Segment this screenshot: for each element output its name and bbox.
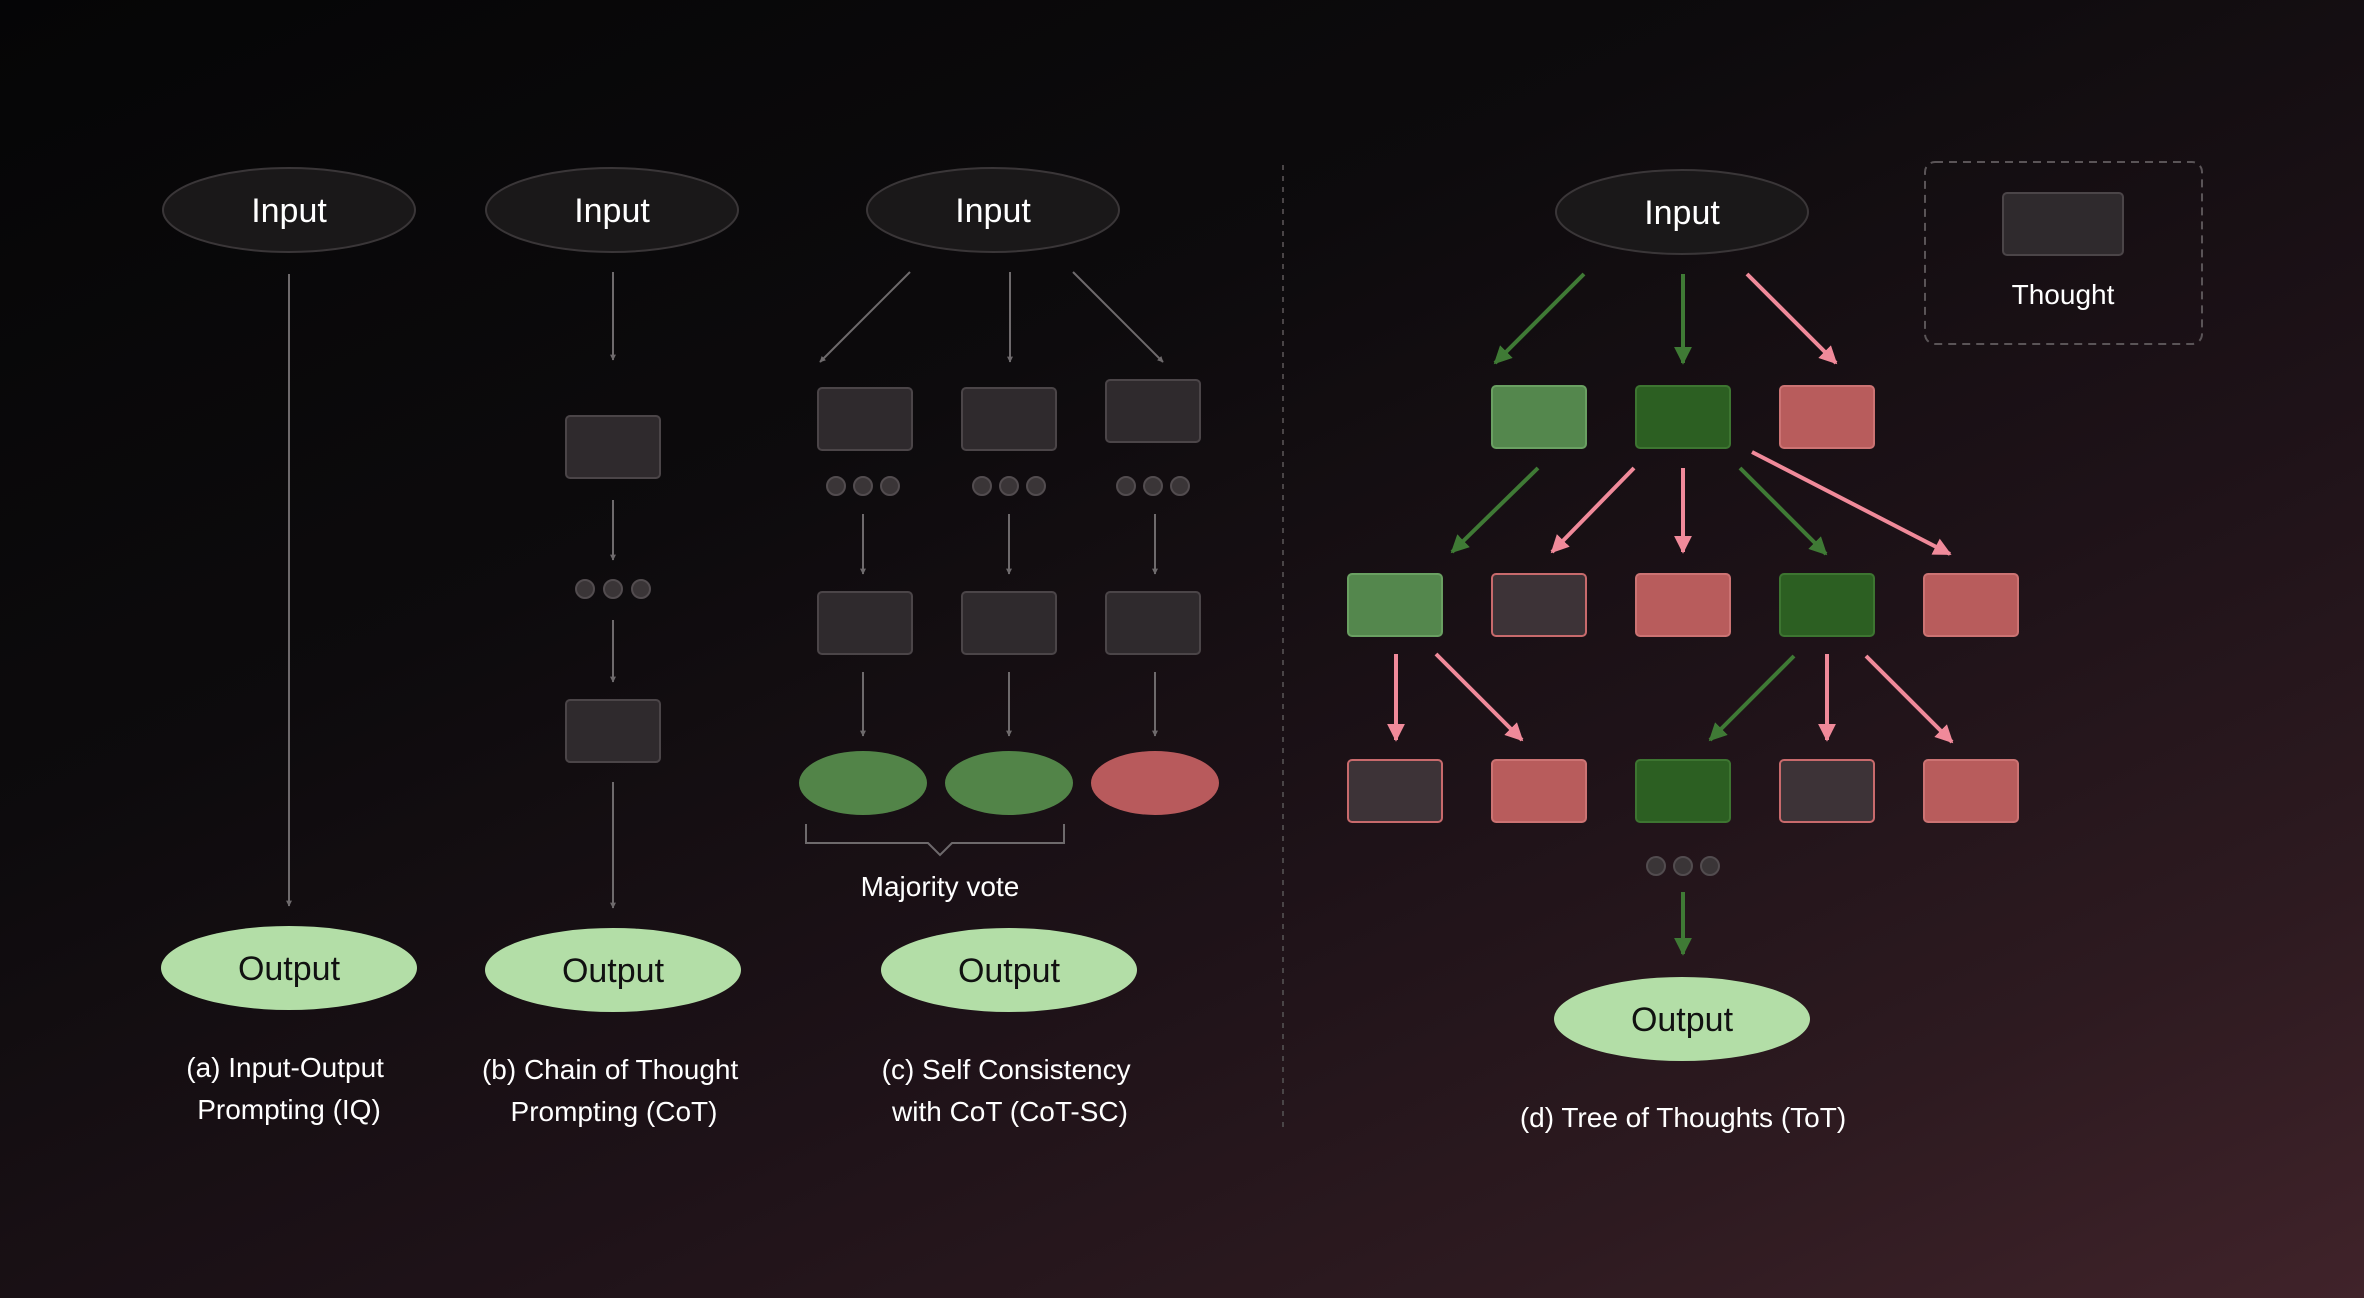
legend-thought-swatch [2002, 192, 2124, 256]
tot-arrow-l2d-l3c [1708, 654, 1796, 742]
tot-l1-thought-c [1779, 385, 1875, 449]
legend-thought-label: Thought [2012, 279, 2115, 310]
cotsc-caption-line-1: (c) Self Consistency [882, 1054, 1131, 1085]
tot-arrow-l2d-l3e [1864, 654, 1954, 744]
cot-output-label: Output [562, 952, 665, 990]
tot-l3-thought-d [1779, 759, 1875, 823]
tot-l3-thought-c [1635, 759, 1731, 823]
legend-box: Thought [1924, 161, 2203, 345]
cot-input-node: Input [485, 167, 739, 253]
cotsc-prompting-panel: Input [799, 167, 1219, 1127]
tot-arrow-l1b-l2e [1751, 450, 1952, 556]
cot-ellipsis-dots [575, 579, 651, 599]
cot-caption-line-2: Prompting (CoT) [511, 1096, 718, 1127]
legend-frame [1924, 161, 2203, 345]
tot-l2-thought-b [1491, 573, 1587, 637]
tot-caption: (d) Tree of Thoughts (ToT) [1520, 1102, 1846, 1133]
tot-caption-line-1: (d) Tree of Thoughts (ToT) [1520, 1102, 1846, 1133]
cotsc-input-label: Input [955, 192, 1031, 230]
cotsc-caption-line-2: with CoT (CoT-SC) [891, 1096, 1128, 1127]
cotsc-output-label: Output [958, 952, 1061, 990]
tot-arrow-root-l1a [1493, 272, 1586, 365]
tot-output-label: Output [1631, 1001, 1734, 1039]
cotsc-arrow-branch-right [1072, 271, 1164, 363]
tot-arrow-l1a-l2a [1450, 466, 1540, 554]
cot-thought-2 [565, 699, 661, 763]
majority-vote-bracket [805, 824, 1065, 857]
cotsc-answer-3 [1091, 751, 1219, 815]
tot-input-node: Input [1555, 169, 1809, 255]
majority-vote-label: Majority vote [861, 871, 1020, 902]
cotsc-answer-1 [799, 751, 927, 815]
cotsc-path1-thought-2 [817, 591, 913, 655]
cotsc-path3-thought-1 [1105, 379, 1201, 443]
tot-ellipsis-dots [1646, 856, 1720, 876]
io-caption-line-2: Prompting (IQ) [197, 1094, 381, 1125]
io-prompting-panel: Input Output (a) Input-Output Prompting … [161, 167, 417, 1125]
tot-input-label: Input [1644, 194, 1720, 232]
cotsc-path1-dots [826, 476, 900, 496]
cot-thought-1 [565, 415, 661, 479]
tot-l1-thought-a [1491, 385, 1587, 449]
cotsc-path3-thought-2 [1105, 591, 1201, 655]
cotsc-path1-thought-1 [817, 387, 913, 451]
cotsc-arrow-branch-left [819, 271, 911, 363]
tot-l2-thought-a [1347, 573, 1443, 637]
cotsc-path2-dots [972, 476, 1046, 496]
tot-arrow-root-l1c [1745, 272, 1838, 365]
cot-prompting-panel: Input Output (b) Chain of Thought Prompt… [482, 167, 746, 1127]
cot-caption-line-1: (b) Chain of Thought [482, 1054, 739, 1085]
tot-arrow-l2a-l3b [1434, 652, 1524, 742]
cot-output-node: Output [485, 928, 741, 1012]
io-input-node: Input [162, 167, 416, 253]
cotsc-caption: (c) Self Consistency with CoT (CoT-SC) [882, 1054, 1139, 1127]
io-caption: (a) Input-Output Prompting (IQ) [186, 1052, 391, 1125]
tot-l3-thought-a [1347, 759, 1443, 823]
tot-arrow-l1b-l2d [1738, 466, 1828, 556]
cotsc-path2-thought-2 [961, 591, 1057, 655]
cot-caption: (b) Chain of Thought Prompting (CoT) [482, 1054, 746, 1127]
cotsc-output-node: Output [881, 928, 1137, 1012]
cotsc-input-node: Input [866, 167, 1120, 253]
tot-l1-thought-b [1635, 385, 1731, 449]
tot-l2-thought-e [1923, 573, 2019, 637]
tot-output-node: Output [1554, 977, 1810, 1061]
io-caption-line-1: (a) Input-Output [186, 1052, 384, 1083]
cot-input-label: Input [574, 192, 650, 230]
tot-l3-thought-b [1491, 759, 1587, 823]
tot-l2-thought-c [1635, 573, 1731, 637]
io-input-label: Input [251, 192, 327, 230]
tot-panel: Input [1347, 169, 2019, 1133]
tot-l3-thought-e [1923, 759, 2019, 823]
io-output-node: Output [161, 926, 417, 1010]
tot-l2-thought-d [1779, 573, 1875, 637]
io-output-label: Output [238, 950, 341, 988]
cotsc-path2-thought-1 [961, 387, 1057, 451]
tot-arrow-l1b-l2b [1550, 466, 1636, 554]
cotsc-answer-2 [945, 751, 1073, 815]
cotsc-path3-dots [1116, 476, 1190, 496]
